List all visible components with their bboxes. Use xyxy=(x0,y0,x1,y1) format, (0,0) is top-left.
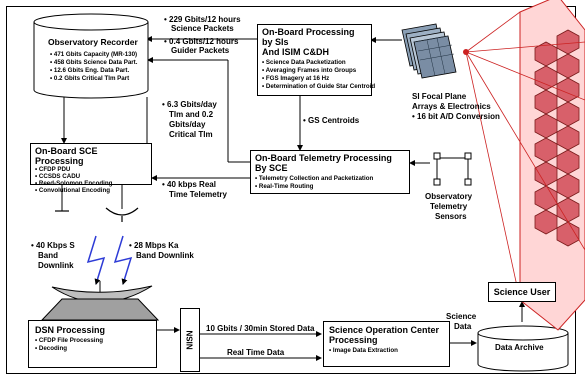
dsn-processing-item: CFDP File Processing xyxy=(35,337,150,345)
fpa-label-1: SI Focal Plane xyxy=(412,92,467,101)
kaband-label-1: 28 Mbps Ka xyxy=(129,241,178,250)
onboard-processing-list: Science Data Packetization Averaging Fra… xyxy=(262,59,376,91)
dsn-processing-item: Decoding xyxy=(35,345,150,353)
recorder-item: 458 Gbits Science Data Part. xyxy=(50,59,138,67)
telemetry-processing-item: Real-Time Routing xyxy=(255,183,405,191)
science-user-box: Science User xyxy=(488,282,556,302)
archive-cylinder xyxy=(477,325,569,372)
gs-centroids-label: GS Centroids xyxy=(303,116,359,125)
sband-label-2: Band xyxy=(38,251,58,260)
recorder-item-list: 471 Gbits Capacity (MR-130) 458 Gbits Sc… xyxy=(50,51,138,83)
downlink-bolts xyxy=(86,235,133,285)
onboard-processing-item: Averaging Frames into Groups xyxy=(262,67,367,75)
fpa-label-3: 16 bit A/D Conversion xyxy=(412,112,500,121)
focal-plane-arrays xyxy=(401,23,457,79)
science-packets-label-2: Science Packets xyxy=(171,24,234,33)
realtime-data-label: Real Time Data xyxy=(227,348,285,357)
tlm-label-1: 6.3 Gbits/day xyxy=(162,100,217,109)
stored-data-label: 10 Gbits / 30min Stored Data xyxy=(206,324,315,333)
tlm-label-2: Tlm and 0.2 xyxy=(169,110,214,119)
guider-packets-label-1: 0.4 Gbits/12 hours xyxy=(164,37,238,46)
soc-title-1: Science Operation Center xyxy=(329,325,440,335)
onboard-processing-item: Science Data Packetization xyxy=(262,59,367,67)
kaband-label-2: Band Downlink xyxy=(136,251,194,260)
onboard-processing-item: Determination of Guide Star Centroid xyxy=(262,83,375,91)
obs-telemetry-label-1: Observatory xyxy=(425,192,473,201)
dsn-dish-base xyxy=(40,298,160,321)
science-data-label-2: Data xyxy=(454,322,472,331)
onboard-processing-title-1: On-Board Processing by SIs xyxy=(262,27,355,47)
nisn-label: NISN xyxy=(185,330,195,350)
telemetry-processing-title-2: By SCE xyxy=(255,163,288,173)
dsn-processing-list: CFDP File Processing Decoding xyxy=(35,337,150,353)
obs-telemetry-label-2: Telemetry xyxy=(430,202,468,211)
soc-title-2: Processing xyxy=(329,335,378,345)
realtime-telemetry-label-2: Time Telemetry xyxy=(169,190,227,199)
onboard-sce-list: CFDP PDU CCSDS CADU Reed-Solomon Encodin… xyxy=(35,166,147,194)
soc-item: Image Data Extraction xyxy=(329,347,444,355)
soc-list: Image Data Extraction xyxy=(329,347,444,355)
fpa-label-2: Arrays & Electronics xyxy=(412,102,491,111)
tlm-label-3: Gbits/day xyxy=(169,120,206,129)
nisn-box: NISN xyxy=(180,308,200,372)
recorder-item: 12.6 Gbits Eng. Data Part. xyxy=(50,67,137,75)
onboard-sce-title: On-Board SCE Processing xyxy=(35,146,98,166)
onboard-sce-item: Reed-Solomon Encoding xyxy=(35,180,147,187)
sband-label-1: 40 Kbps S xyxy=(31,241,75,250)
telemetry-sensors xyxy=(433,152,472,186)
recorder-title: Observatory Recorder xyxy=(48,37,138,47)
onboard-processing-box: On-Board Processing by SIs And ISIM C&DH… xyxy=(257,24,376,96)
science-packets-label-1: 229 Gbits/12 hours xyxy=(164,15,241,24)
recorder-item: 0.2 Gbits Critical Tlm Part xyxy=(50,75,137,83)
dsn-processing-box: DSN Processing CFDP File Processing Deco… xyxy=(28,320,157,368)
dsn-processing-title: DSN Processing xyxy=(35,325,106,335)
telescope-mirror xyxy=(463,0,585,331)
data-archive-label: Data Archive xyxy=(495,343,544,352)
onboard-sce-box: On-Board SCE Processing CFDP PDU CCSDS C… xyxy=(30,143,152,194)
guider-packets-label-2: Guider Packets xyxy=(171,46,230,55)
realtime-telemetry-label-1: 40 kbps Real xyxy=(162,180,216,189)
onboard-sce-item: CCSDS CADU xyxy=(35,173,147,180)
telemetry-processing-item: Telemetry Collection and Packetization xyxy=(255,175,405,183)
onboard-sce-item: Convolutional Encoding xyxy=(35,187,147,194)
telemetry-processing-list: Telemetry Collection and Packetization R… xyxy=(255,175,405,191)
obs-telemetry-label-3: Sensors xyxy=(435,212,467,221)
soc-box: Science Operation Center Processing Imag… xyxy=(323,321,450,367)
telemetry-processing-title-1: On-Board Telemetry Processing xyxy=(255,153,392,163)
tlm-label-4: Critical Tlm xyxy=(169,130,213,139)
science-user-label: Science User xyxy=(493,287,551,297)
sband-label-3: Downlink xyxy=(38,261,74,270)
small-antenna-dish xyxy=(105,207,139,216)
science-data-label-1: Science xyxy=(446,312,477,321)
onboard-processing-title-2: And ISIM C&DH xyxy=(262,47,329,57)
onboard-sce-item: CFDP PDU xyxy=(35,166,147,173)
recorder-item: 471 Gbits Capacity (MR-130) xyxy=(50,51,137,59)
telemetry-processing-box: On-Board Telemetry Processing By SCE Tel… xyxy=(250,150,410,194)
onboard-processing-item: FGS Imagery at 16 Hz xyxy=(262,75,367,83)
